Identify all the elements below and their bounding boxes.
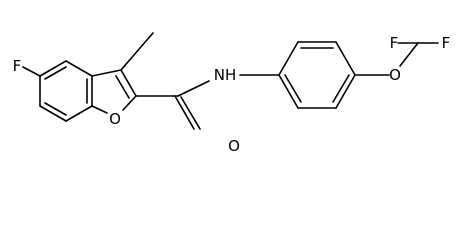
bond-ph-4 <box>335 74 356 109</box>
bond-c3-methyl <box>120 32 154 71</box>
bond-c3-c2-double <box>115 75 130 99</box>
bond-inner-c4-c3 <box>44 66 67 80</box>
atom-nh-amide: NH <box>214 66 237 84</box>
bond-c2-o1 <box>122 95 137 111</box>
bond-ph-inner-c <box>284 74 302 103</box>
bond-c4-c3 <box>39 60 67 77</box>
bond-c6-c5 <box>39 105 67 122</box>
bond-c3-c2 <box>120 69 137 97</box>
atom-o-carbonyl: O <box>228 137 240 155</box>
bond-ph-1 <box>278 41 299 76</box>
bond-o-chf2 <box>399 42 419 67</box>
bond-c7a-c6 <box>65 105 93 122</box>
atom-f-left: F <box>13 57 22 75</box>
atom-labels: F O O NH O F F <box>13 34 451 155</box>
atom-o-furan: O <box>109 110 121 128</box>
bond-ph-3 <box>335 41 356 76</box>
bond-carbonyl-o-1 <box>174 95 195 130</box>
molecule-canvas: F O O NH O F F <box>12 32 451 155</box>
bond-inner-c6-c5 <box>44 102 67 116</box>
bond-ph-inner-b <box>332 74 350 103</box>
bonds <box>22 32 439 130</box>
bond-carbonyl-n <box>177 80 210 97</box>
atom-o-ether: O <box>389 66 401 84</box>
bond-carbonyl-o-2 <box>180 96 201 130</box>
atom-f-chf2-right: F <box>442 34 451 52</box>
atom-f-chf2-left: F <box>390 34 399 52</box>
chemical-structure-diagram: F O O NH O F F <box>13 32 451 155</box>
bond-ph-6 <box>278 74 299 109</box>
bond-c3a-c3 <box>91 69 122 77</box>
bond-c5-f <box>22 66 41 77</box>
bond-c3-c3a <box>65 60 93 77</box>
bond-o1-c7a <box>91 105 108 114</box>
